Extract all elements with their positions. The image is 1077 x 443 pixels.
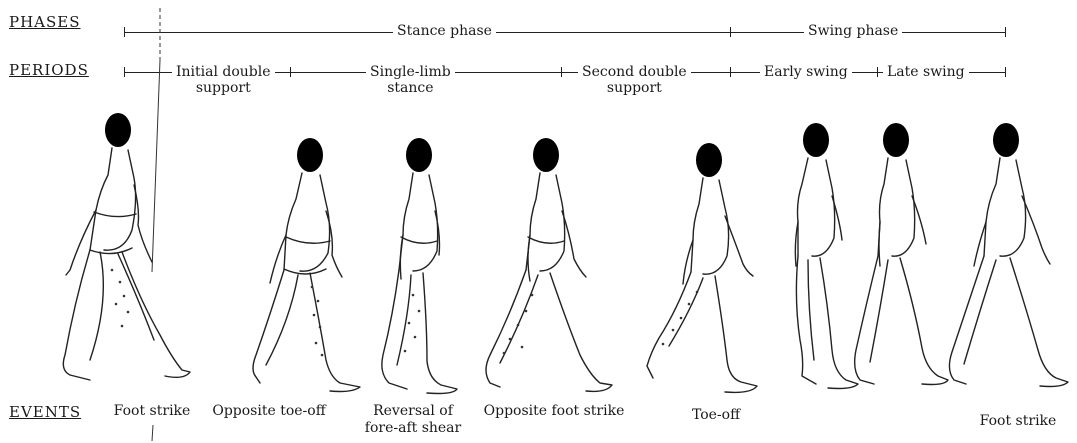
event-label-line1: Toe-off bbox=[692, 407, 740, 424]
event-label-line1: Foot strike bbox=[980, 413, 1057, 430]
figure-opposite-foot-strike bbox=[486, 138, 612, 391]
event-opposite-toe-off: Opposite toe-off bbox=[212, 403, 325, 420]
event-label-line1: Foot strike bbox=[114, 403, 191, 420]
foot-strike-reference-line-bottom bbox=[152, 425, 153, 441]
figure-opposite-toe-off bbox=[253, 138, 360, 392]
foot-strike-reference-line bbox=[152, 60, 160, 272]
figure-early-swing bbox=[795, 123, 858, 389]
figure-foot-strike bbox=[63, 113, 190, 380]
event-foot-strike-end: Foot strike bbox=[980, 413, 1057, 430]
figure-reversal-of-fore-aft-shear bbox=[382, 138, 457, 394]
figure-toe-off bbox=[647, 143, 757, 392]
event-toe-off: Toe-off bbox=[692, 407, 740, 424]
event-foot-strike: Foot strike bbox=[114, 403, 191, 420]
figure-foot-strike-end bbox=[949, 123, 1068, 387]
event-label-line1: Opposite toe-off bbox=[212, 403, 325, 420]
event-label-line1: Opposite foot strike bbox=[484, 403, 625, 420]
figure-late-swing bbox=[855, 123, 948, 385]
event-label-line2: fore-aft shear bbox=[365, 420, 461, 437]
event-opposite-foot-strike: Opposite foot strike bbox=[484, 403, 625, 420]
event-label-line1: Reversal of bbox=[365, 403, 461, 420]
event-reversal-of-fore-aft-shear: Reversal of fore-aft shear bbox=[365, 403, 461, 437]
